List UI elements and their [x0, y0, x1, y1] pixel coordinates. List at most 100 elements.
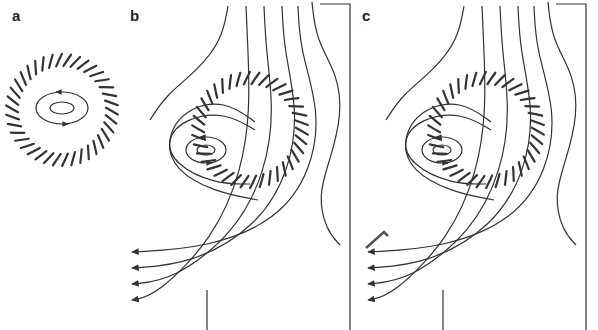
closed-contour — [422, 137, 462, 163]
ring-tick — [8, 96, 19, 105]
streamline — [386, 6, 464, 120]
ring-tick — [288, 156, 293, 169]
ring-tick — [450, 170, 462, 176]
wind-barb — [366, 232, 388, 248]
ring-tick — [296, 135, 307, 144]
ring-tick — [259, 75, 269, 85]
ring-tick — [495, 75, 505, 85]
ring-tick — [433, 107, 442, 117]
ring-tick — [62, 154, 68, 166]
flow-arrow — [210, 163, 212, 164]
ring-tick — [294, 143, 303, 153]
boundary-wall — [320, 4, 350, 330]
ring-tick — [465, 75, 467, 89]
ring-tick — [21, 144, 34, 148]
ring-tick — [486, 176, 492, 188]
ring-tick — [231, 175, 241, 185]
ring-tick — [207, 165, 220, 169]
ring-tick — [252, 73, 260, 84]
ring-tick — [44, 153, 53, 163]
ring-tick — [53, 154, 61, 165]
ring-tick — [95, 79, 108, 81]
ring-tick — [529, 113, 542, 116]
ring-tick — [105, 101, 118, 106]
ring-tick — [98, 135, 103, 148]
ring-tick — [192, 125, 204, 132]
ring-tick — [472, 73, 476, 86]
ring-tick — [443, 91, 448, 104]
ring-tick — [260, 174, 264, 187]
panel-b — [132, 2, 350, 330]
streamline — [406, 104, 494, 200]
panel-a — [6, 54, 118, 166]
streamline — [368, 6, 507, 284]
flow-arrow — [66, 124, 68, 125]
ring-tick — [283, 162, 286, 175]
streamline — [150, 6, 228, 120]
ring-tick — [532, 128, 544, 135]
ring-tick — [269, 171, 271, 185]
ring-tick — [106, 115, 117, 124]
ring-tick — [512, 167, 515, 181]
ring-tick — [15, 139, 28, 141]
ring-tick — [194, 116, 205, 125]
ring-tick — [289, 105, 303, 108]
closed-contour — [186, 137, 226, 163]
ring-tick — [521, 98, 535, 100]
ring-tick — [221, 79, 224, 93]
ring-tick — [279, 91, 292, 95]
closed-contour — [50, 102, 74, 114]
panel-letter: a — [12, 8, 20, 23]
ring-tick — [201, 98, 208, 110]
panel-c — [366, 2, 586, 330]
ring-tick — [35, 151, 46, 159]
ring-tick — [488, 73, 496, 84]
ring-tick — [296, 128, 308, 135]
ring-tick — [505, 171, 507, 185]
ring-tick — [87, 146, 90, 160]
ring-tick — [223, 173, 234, 181]
ring-tick — [214, 84, 217, 97]
ring-tick — [103, 94, 116, 96]
ring-tick — [21, 72, 26, 85]
ring-tick — [430, 116, 441, 125]
ring-tick — [11, 88, 20, 98]
ring-tick — [295, 120, 308, 125]
ring-tick — [80, 149, 81, 163]
streamline — [132, 6, 249, 300]
ring-tick — [214, 170, 226, 176]
ring-tick — [84, 66, 96, 72]
ring-tick — [90, 72, 103, 76]
ring-tick — [236, 73, 240, 86]
closed-contour — [197, 145, 215, 155]
streamline — [406, 115, 491, 184]
ring-tick — [104, 122, 113, 132]
ring-tick — [527, 150, 534, 162]
streamline — [170, 115, 255, 184]
ring-tick — [207, 91, 212, 104]
ring-tick — [496, 174, 500, 187]
ring-tick — [443, 165, 456, 169]
ring-tick — [34, 61, 37, 75]
ring-tick — [241, 176, 249, 187]
streamline — [132, 6, 316, 252]
ring-tick — [229, 75, 231, 89]
ring-tick — [244, 72, 250, 84]
ring-tick — [530, 143, 539, 153]
closed-contour — [36, 92, 88, 124]
ring-tick — [71, 152, 75, 165]
ring-tick — [102, 129, 109, 141]
flow-arrow — [56, 92, 58, 93]
ring-tick — [250, 176, 256, 188]
ring-tick — [28, 148, 40, 154]
ring-tick — [467, 175, 477, 185]
closed-contour — [433, 145, 451, 155]
ring-tick — [78, 61, 89, 69]
ring-tick — [93, 141, 96, 154]
ring-tick — [531, 120, 544, 125]
ring-tick — [71, 57, 80, 67]
ring-tick — [49, 55, 53, 68]
ring-tick — [15, 79, 22, 91]
ring-tick — [197, 107, 206, 117]
